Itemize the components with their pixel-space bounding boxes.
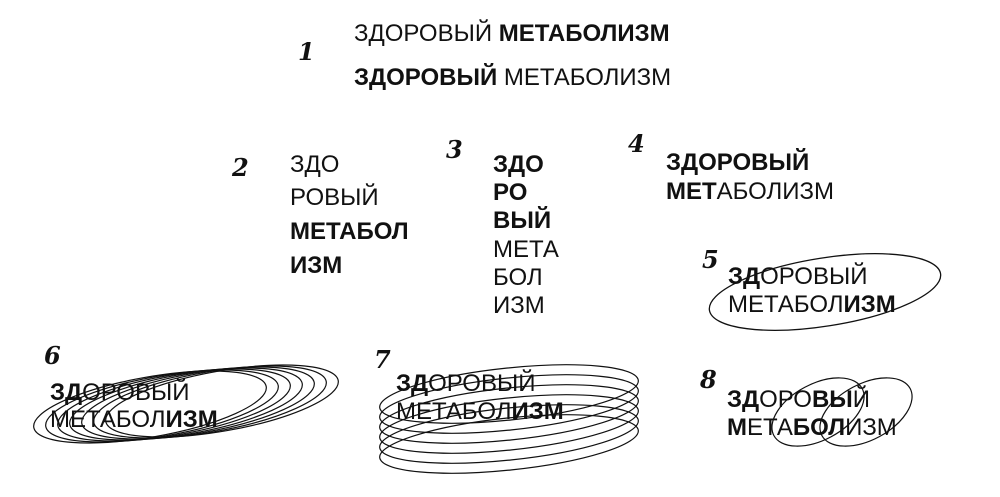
v6-line-2: МЕТАБОЛИЗМ <box>50 406 218 433</box>
v2-line-1: ЗДО <box>290 151 340 178</box>
v8-line-2: МЕТАБОЛИЗМ <box>727 414 897 441</box>
v3-line-1: ЗДО <box>493 151 544 178</box>
v3-line-3: ВЫЙ <box>493 207 552 234</box>
v3-line-6: ИЗМ <box>493 292 545 319</box>
number-1: 1 <box>298 37 315 66</box>
v4-line-1: ЗДОРОВЫЙ <box>666 149 810 176</box>
v5-line-2: МЕТАБОЛИЗМ <box>728 291 896 318</box>
v8-line-1: ЗДОРОВЫЙ <box>727 386 871 413</box>
v7-ellipse-stack <box>379 364 639 474</box>
v7-line-1: ЗДОРОВЫЙ <box>396 370 536 397</box>
v6-ellipse-stack <box>33 364 339 444</box>
number-6: 6 <box>44 341 61 370</box>
v2-line-2: РОВЫЙ <box>290 184 379 211</box>
v3-line-4: МЕТА <box>493 236 559 263</box>
v3-line-2: РО <box>493 179 528 206</box>
number-7: 7 <box>374 345 391 374</box>
v2-line-4: ИЗМ <box>290 252 343 279</box>
v5-ellipse <box>708 253 942 331</box>
v5-line-1: ЗДОРОВЫЙ <box>728 263 868 290</box>
number-5: 5 <box>702 245 719 274</box>
v8-ellipses <box>771 377 913 447</box>
v1-line-2: ЗДОРОВЫЙ МЕТАБОЛИЗМ <box>354 64 672 91</box>
number-8: 8 <box>700 365 717 394</box>
v7-line-2: МЕТАБОЛИЗМ <box>396 398 564 425</box>
number-4: 4 <box>628 129 645 158</box>
v3-line-5: БОЛ <box>493 264 543 291</box>
number-2: 2 <box>232 153 249 182</box>
v6-line-1: ЗДОРОВЫЙ <box>50 379 190 406</box>
v1-line-1: ЗДОРОВЫЙ МЕТАБОЛИЗМ <box>354 20 670 47</box>
v2-line-3: МЕТАБОЛ <box>290 218 409 245</box>
number-3: 3 <box>446 135 463 164</box>
v4-line-2: МЕТАБОЛИЗМ <box>666 178 835 205</box>
